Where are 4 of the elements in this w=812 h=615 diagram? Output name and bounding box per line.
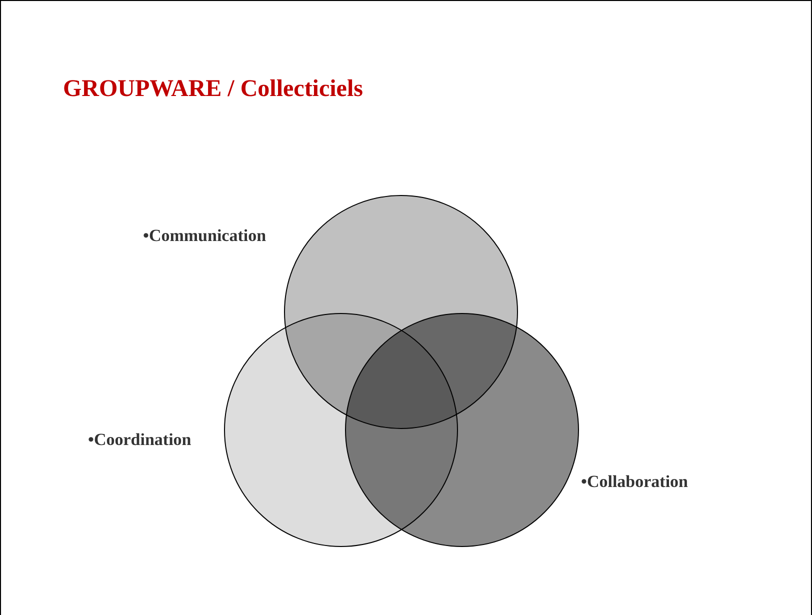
circle-label: •Collaboration: [581, 472, 688, 492]
circle-label: •Communication: [143, 226, 266, 246]
slide-title: GROUPWARE / Collecticiels: [63, 76, 363, 103]
circle-label: •Coordination: [88, 430, 192, 450]
